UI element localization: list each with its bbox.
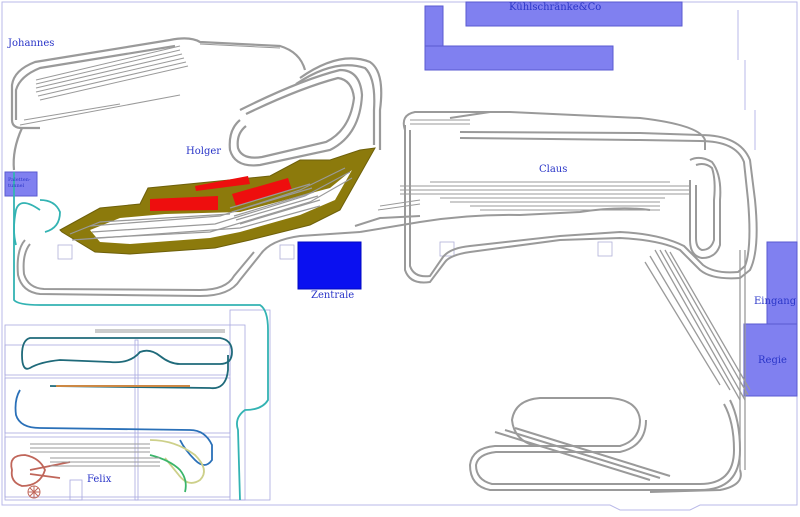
johannes-yard <box>19 43 281 126</box>
label-zentrale: Zentrale <box>311 290 355 301</box>
felix-yard <box>30 329 225 467</box>
claus-tracks <box>402 111 758 284</box>
label-regie: Regie <box>758 355 787 366</box>
room-kuehlschraenke-top <box>465 1 683 27</box>
room-regie <box>743 323 798 397</box>
label-johannes: Johannes <box>8 38 55 49</box>
teal-line <box>13 172 269 501</box>
holger-yard <box>69 167 353 241</box>
label-palettentunnel: Paletten- tunnel <box>8 177 31 189</box>
turntable <box>27 485 41 499</box>
label-claus: Claus <box>539 164 568 175</box>
red-highlights <box>150 176 292 211</box>
label-kuehlschraenke: Kühlschränke&Co <box>509 2 602 13</box>
main-tracks <box>10 37 383 171</box>
claus-yard <box>377 119 690 211</box>
felix-tracks <box>10 337 233 493</box>
felix-area-outlines <box>4 309 271 501</box>
room-eingang <box>766 241 798 325</box>
holger-loop <box>16 207 651 298</box>
label-paletten-line1: Paletten- <box>8 177 31 183</box>
lower-right-loops <box>468 397 742 493</box>
room-zentrale <box>297 241 362 290</box>
label-paletten-line2: tunnel <box>8 183 25 189</box>
label-felix: Felix <box>87 474 112 485</box>
holger-platform-inner <box>90 170 352 244</box>
room-palettentunnel <box>4 171 38 197</box>
label-holger: Holger <box>186 146 222 157</box>
room-kuehlschraenke-bottom <box>424 45 614 71</box>
label-eingang: Eingang <box>754 296 797 307</box>
